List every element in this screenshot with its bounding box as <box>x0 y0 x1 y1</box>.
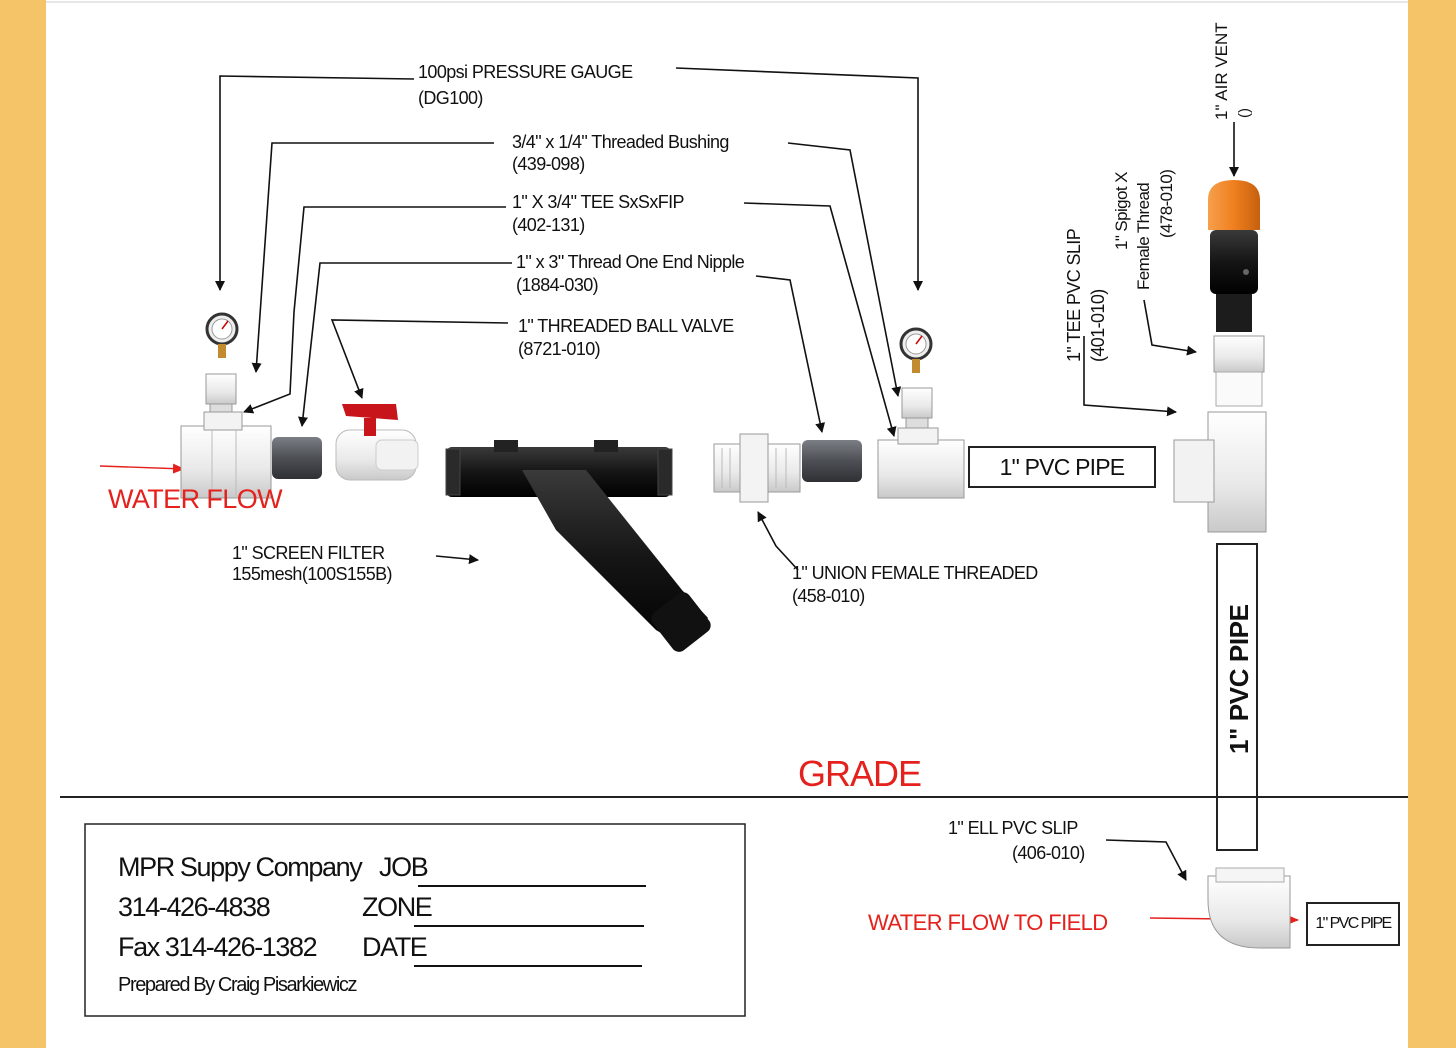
filter-leader <box>435 554 479 565</box>
nipple-leader-left <box>298 262 512 427</box>
gauge-leader-right <box>675 67 923 291</box>
bushing-leader-left <box>251 142 494 373</box>
company-name: MPR Suppy Company <box>118 852 363 882</box>
union-label: 1" UNION FEMALE THREADED <box>792 563 1038 583</box>
tee-pvc-slip-label: 1" TEE PVC SLIP <box>1064 228 1084 362</box>
screen-filter-code: 155mesh(100S155B) <box>232 564 393 584</box>
water-flow-label: WATER FLOW <box>108 484 283 514</box>
company-phone: 314-426-4838 <box>118 892 271 922</box>
tee-leader-right <box>743 202 897 437</box>
ball-valve-code: (8721-010) <box>518 339 601 359</box>
ball-valve <box>335 404 419 481</box>
ball-valve-label: 1" THREADED BALL VALVE <box>518 316 734 336</box>
pressure-gauge-right <box>899 327 933 429</box>
tee-pvc-slip <box>1173 411 1267 533</box>
gauge-code: (DG100) <box>418 88 483 108</box>
tee-leader-left <box>243 206 506 414</box>
ell-label: 1" ELL PVC SLIP <box>948 818 1078 838</box>
union-fitting <box>713 433 801 503</box>
spigot-line2: Female Thread <box>1134 182 1153 290</box>
bushing-label: 3/4" x 1/4" Threaded Bushing <box>512 132 729 152</box>
nipple-right <box>802 440 862 482</box>
bushing-leader-right <box>787 142 902 397</box>
union-leader <box>757 511 799 571</box>
nipple-leader-right <box>755 275 826 433</box>
tee-slip-leader <box>1083 336 1177 417</box>
grade-label: GRADE <box>798 753 922 794</box>
tee-fitting-right <box>877 427 965 499</box>
title-block-border <box>84 823 746 1017</box>
vertical-pvc-pipe <box>1216 543 1258 851</box>
union-code: (458-010) <box>792 586 865 606</box>
air-vent <box>1208 180 1260 332</box>
pressure-gauge-left <box>205 312 239 415</box>
bushing-code: (439-098) <box>512 154 585 174</box>
pvc-pipe-vertical-label: 1" PVC PIPE <box>1224 604 1254 754</box>
air-vent-label: 1" AIR VENT <box>1212 22 1231 120</box>
water-flow-arrow <box>99 463 185 474</box>
diagram-graphics <box>46 1 1408 1017</box>
water-flow-field-label: WATER FLOW TO FIELD <box>868 910 1108 935</box>
ell-leader <box>1105 839 1187 881</box>
drawing-sheet: 100psi PRESSURE GAUGE (DG100) 3/4" x 1/4… <box>46 0 1408 1048</box>
tee-fitting-left <box>180 411 272 499</box>
ell-code: (406-010) <box>1012 843 1085 863</box>
pvc-pipe-small-label: 1" PVC PIPE <box>1306 902 1400 946</box>
nipple-label: 1" x 3" Thread One End Nipple <box>516 252 745 272</box>
prepared-by: Prepared By Craig Pisarkiewicz <box>118 974 358 996</box>
tee-label: 1" X 3/4" TEE SxSxFIP <box>512 192 685 212</box>
tee-code: (402-131) <box>512 215 585 235</box>
spigot-code: (478-010) <box>1157 169 1176 238</box>
screen-filter-label: 1" SCREEN FILTER <box>232 543 385 563</box>
ell-fitting <box>1207 867 1291 949</box>
gauge-leader-left <box>215 75 415 291</box>
screen-filter <box>445 440 711 652</box>
tee-pvc-slip-code: (401-010) <box>1088 289 1108 362</box>
spigot-fitting <box>1213 335 1265 407</box>
leader-lines <box>215 67 1239 881</box>
valve-leader <box>330 319 509 399</box>
pvc-pipe-horizontal-label: 1" PVC PIPE <box>968 446 1156 488</box>
company-fax: Fax 314-426-1382 <box>118 932 318 962</box>
spigot-leader <box>1143 299 1197 356</box>
gauge-label: 100psi PRESSURE GAUGE <box>418 62 633 82</box>
spigot-label: 1" Spigot X <box>1112 172 1131 250</box>
zone-label: ZONE <box>362 892 433 922</box>
nipple-left <box>272 437 322 479</box>
air-vent-code: () <box>1236 108 1253 118</box>
job-label: JOB <box>379 852 429 882</box>
nipple-code: (1884-030) <box>516 275 599 295</box>
date-label: DATE <box>362 932 428 962</box>
